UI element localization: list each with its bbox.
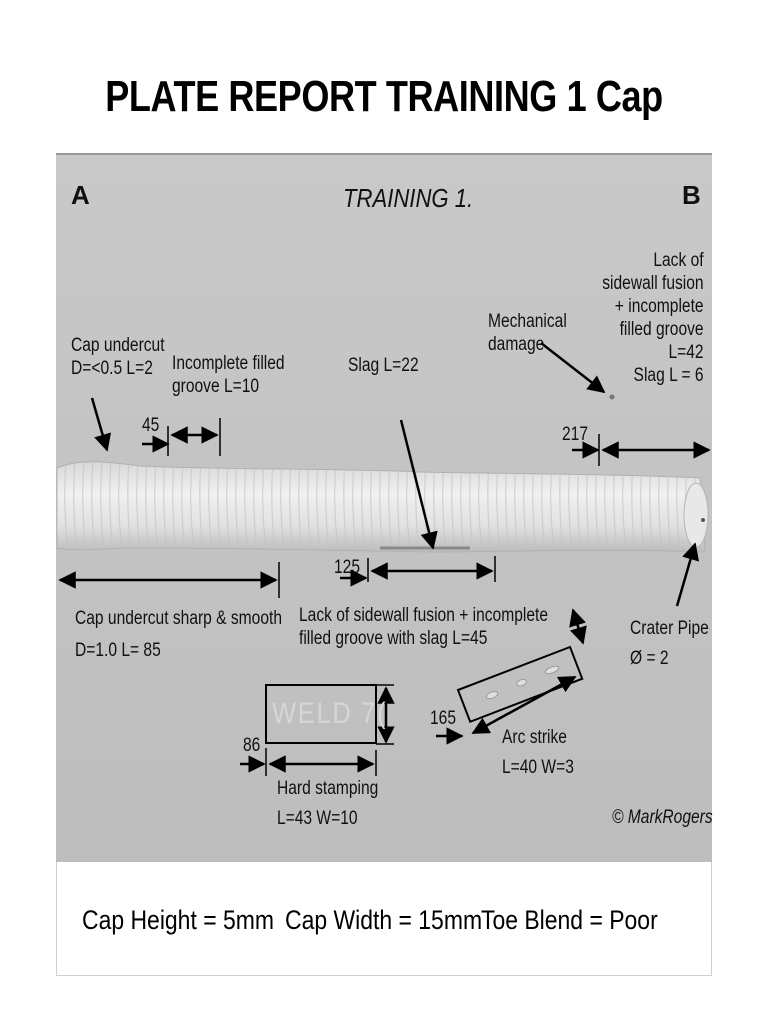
slag-22-label: Slag L=22 bbox=[348, 355, 419, 376]
weld-bead bbox=[56, 461, 709, 553]
summary-panel bbox=[56, 862, 712, 976]
dim-125: 125 bbox=[334, 557, 360, 578]
cap-height-value: Cap Height = 5mm bbox=[82, 905, 274, 935]
page-title: PLATE REPORT TRAINING 1 Cap bbox=[105, 72, 663, 121]
lack-sidewall-b-label: Lack of sidewall fusion + incomplete fil… bbox=[602, 250, 704, 386]
plate-label: TRAINING 1. bbox=[343, 183, 474, 213]
dim-165: 165 bbox=[430, 708, 456, 729]
copyright: © MarkRogers bbox=[612, 807, 713, 828]
corner-a-label: A bbox=[71, 180, 90, 210]
cap-width-value: Cap Width = 15mm bbox=[285, 905, 483, 935]
dimension-arrows bbox=[58, 342, 711, 776]
stamp-text: WELD 7( bbox=[272, 697, 388, 730]
stamping-box bbox=[265, 684, 377, 744]
dim-217: 217 bbox=[562, 424, 588, 445]
dim-86: 86 bbox=[243, 735, 261, 756]
dim-45: 45 bbox=[142, 415, 160, 436]
corner-b-label: B bbox=[682, 180, 701, 210]
toe-blend-value: Toe Blend = Poor bbox=[481, 905, 658, 935]
